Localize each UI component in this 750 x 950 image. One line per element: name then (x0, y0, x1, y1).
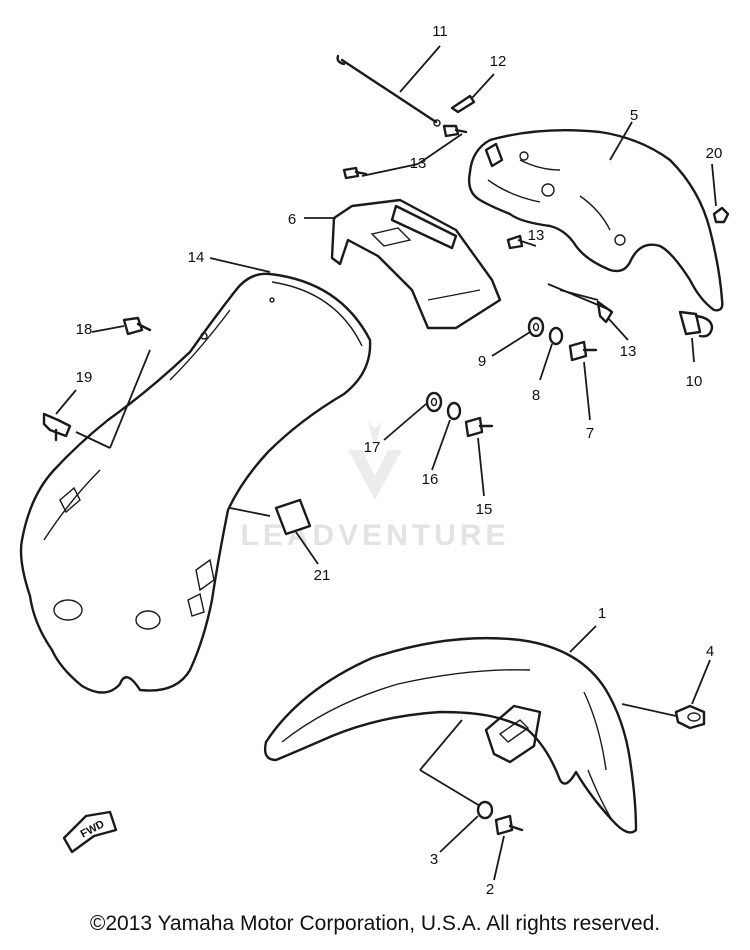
callout-11: 11 (432, 23, 448, 40)
callout-3: 3 (430, 851, 438, 868)
callout-13-a: 13 (410, 155, 427, 172)
callout-12: 12 (490, 53, 507, 70)
callout-17: 17 (364, 439, 381, 456)
callout-20: 20 (706, 145, 723, 162)
callout-16: 16 (422, 471, 439, 488)
part-4-nut (674, 704, 706, 730)
callout-19: 19 (76, 369, 93, 386)
part-6-bracket (330, 198, 502, 330)
part-16-washer (446, 401, 462, 421)
part-21-plate (274, 498, 312, 536)
callout-8: 8 (532, 387, 540, 404)
callout-6: 6 (288, 211, 296, 228)
callout-21: 21 (314, 567, 331, 584)
callout-7: 7 (586, 425, 594, 442)
callout-1: 1 (598, 605, 606, 622)
part-11-bolt (336, 54, 441, 127)
callout-13-b: 13 (528, 227, 545, 244)
part-1-front-fender (263, 636, 638, 834)
fwd-arrow-icon: FWD (62, 810, 118, 854)
callout-labels: 1 2 3 4 5 6 7 8 9 10 11 12 13 13 13 14 1… (76, 23, 723, 898)
part-10-bolt (678, 310, 714, 338)
part-3-washer (476, 800, 494, 820)
part-19-bolt (42, 412, 72, 442)
part-20-nut (712, 206, 730, 224)
leader-lines (55, 45, 717, 881)
part-14-rear-fender (19, 272, 372, 694)
callout-13-c: 13 (620, 343, 637, 360)
part-15-bolt (464, 416, 494, 438)
part-9-washer (527, 316, 545, 338)
part-12-clip (450, 94, 476, 114)
callout-2: 2 (486, 881, 494, 898)
part-8-washer (548, 326, 564, 346)
watermark-text: LEADVENTURE (240, 519, 509, 552)
copyright-notice: ©2013 Yamaha Motor Corporation, U.S.A. A… (89, 912, 661, 935)
part-17-washer (425, 391, 443, 413)
callout-9: 9 (478, 353, 486, 370)
callout-15: 15 (476, 501, 493, 518)
callout-14: 14 (188, 249, 205, 266)
part-5-fender (467, 129, 724, 312)
callout-5: 5 (630, 107, 638, 124)
callout-18: 18 (76, 321, 93, 338)
part-7-bolt (568, 340, 598, 362)
callout-10: 10 (686, 373, 703, 390)
callout-4: 4 (706, 643, 714, 660)
part-18-clip (122, 316, 152, 336)
part-2-bolt (494, 814, 524, 836)
